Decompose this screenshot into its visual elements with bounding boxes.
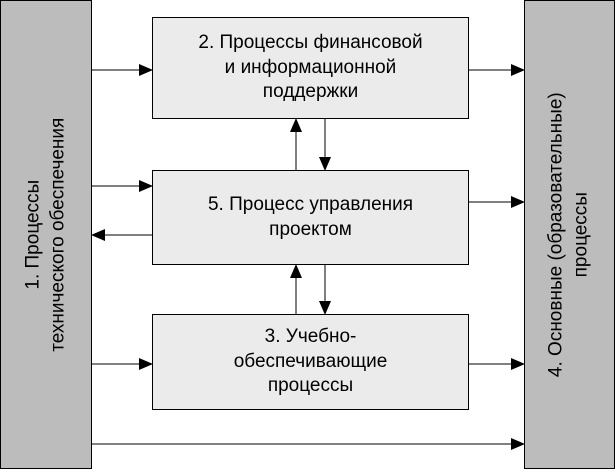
financial-support-label: 2. Процессы финансовой и информационной … bbox=[198, 31, 422, 105]
project-management-label: 5. Процесс управления проектом bbox=[208, 193, 413, 242]
project-management-label-line-2: проектом bbox=[269, 218, 352, 240]
project-management-label-line-1: 5. Процесс управления bbox=[207, 193, 414, 215]
educational-support-label-line-3: процессы bbox=[267, 375, 354, 397]
financial-support-label-line-2: и информационной bbox=[224, 56, 397, 78]
technical-support-label-line-2: технического обеспечения bbox=[47, 117, 68, 352]
educational-support-label-line-2: обеспечивающие bbox=[233, 350, 388, 372]
core-processes-label-line-1: 4. Основные (образовательные) bbox=[545, 92, 567, 377]
core-processes-label: 4. Основные (образовательные) процессы bbox=[545, 92, 594, 377]
technical-support-label: 1. Процессы технического обеспечения bbox=[21, 117, 70, 351]
financial-support-label-line-3: поддержки bbox=[262, 81, 359, 103]
educational-support-box: 3. Учебно- обеспечивающие процессы bbox=[152, 314, 469, 410]
educational-support-label-line-1: 3. Учебно- bbox=[264, 325, 357, 347]
core-processes-label-line-2: процессы bbox=[570, 191, 592, 278]
financial-support-label-line-1: 2. Процессы финансовой bbox=[198, 31, 423, 53]
financial-information-support-box: 2. Процессы финансовой и информационной … bbox=[152, 17, 469, 119]
core-educational-processes-box: 4. Основные (образовательные) процессы bbox=[524, 0, 615, 469]
technical-support-processes-box: 1. Процессы технического обеспечения bbox=[0, 0, 92, 469]
technical-support-label-line-1: 1. Процессы bbox=[22, 179, 44, 290]
project-management-box: 5. Процесс управления проектом bbox=[152, 170, 469, 265]
educational-support-label: 3. Учебно- обеспечивающие процессы bbox=[234, 325, 388, 399]
